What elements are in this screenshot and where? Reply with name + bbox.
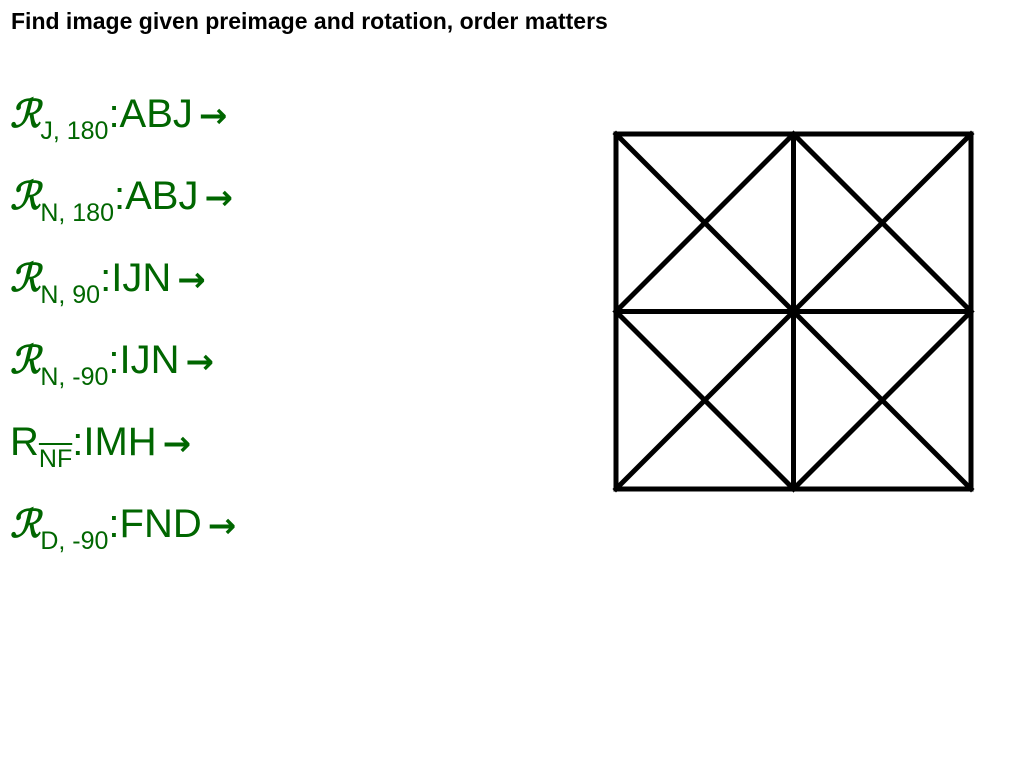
rotation-subscript: D, -90 [40, 527, 109, 555]
rotation-subscript: J, 180 [40, 117, 109, 145]
rotation-preimage: :ABJ [108, 92, 193, 136]
rotation-subscript: N, -90 [40, 363, 109, 391]
rotation-list: ℛJ, 180:ABJ→ ℛN, 180:ABJ→ ℛN, 90:IJN→ ℛN… [10, 88, 236, 580]
rotation-preimage: :ABJ [114, 174, 199, 218]
arrow-right-icon: → [162, 424, 192, 464]
rotation-symbol: ℛ [10, 91, 41, 136]
reflection-subscript: NF [38, 445, 73, 473]
arrow-right-icon: → [204, 178, 233, 218]
rotation-row-1: ℛJ, 180:ABJ→ [10, 88, 236, 170]
diagonal-bl-2 [612, 307, 798, 493]
rotation-symbol: ℛ [10, 337, 41, 382]
reflection-preimage: :IMH [72, 420, 157, 464]
page-title: Find image given preimage and rotation, … [11, 8, 608, 34]
rotation-row-3: ℛN, 90:IJN→ [10, 252, 236, 334]
rotation-row-2: ℛN, 180:ABJ→ [10, 170, 236, 252]
reflection-row: RNF:IMH→ [10, 416, 236, 498]
arrow-right-icon: → [198, 96, 228, 136]
rotation-symbol: ℛ [10, 173, 41, 218]
rotation-preimage: :IJN [100, 256, 172, 300]
arrow-right-icon: → [185, 342, 215, 382]
diagonal-tr-2 [789, 130, 975, 316]
rotation-symbol: ℛ [10, 501, 41, 546]
rotation-preimage: :FND [108, 502, 202, 546]
square-grid-with-diagonals-icon [612, 130, 975, 493]
grid-lines [612, 130, 975, 493]
arrow-right-icon: → [177, 260, 206, 300]
rotation-row-4: ℛN, -90:IJN→ [10, 334, 236, 416]
rotation-subscript: N, 180 [40, 199, 114, 227]
diagonal-br-2 [789, 307, 975, 493]
diagonal-tl-2 [612, 130, 798, 316]
rotation-preimage: :IJN [108, 338, 180, 382]
arrow-right-icon: → [207, 506, 237, 546]
rotation-symbol: ℛ [10, 255, 41, 300]
rotation-subscript: N, 90 [40, 281, 101, 309]
reflection-symbol: R [10, 420, 39, 464]
rotation-row-6: ℛD, -90:FND→ [10, 498, 236, 580]
